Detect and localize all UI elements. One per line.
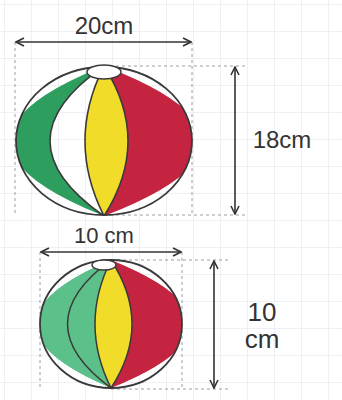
dimension-label: 20cm [75,13,134,38]
top-ball-stripes [10,66,202,216]
ball-outline [16,67,192,215]
dimension-label: 18cm [253,127,312,152]
dimension-label: 10 cm [74,224,134,247]
dimension-label: 10 cm [233,299,290,354]
dimension-arrows [16,42,235,388]
bottom-ball-stripes [36,260,191,388]
ball-outline [40,260,182,388]
ball-cap [92,260,116,270]
ball-cap [87,65,121,79]
